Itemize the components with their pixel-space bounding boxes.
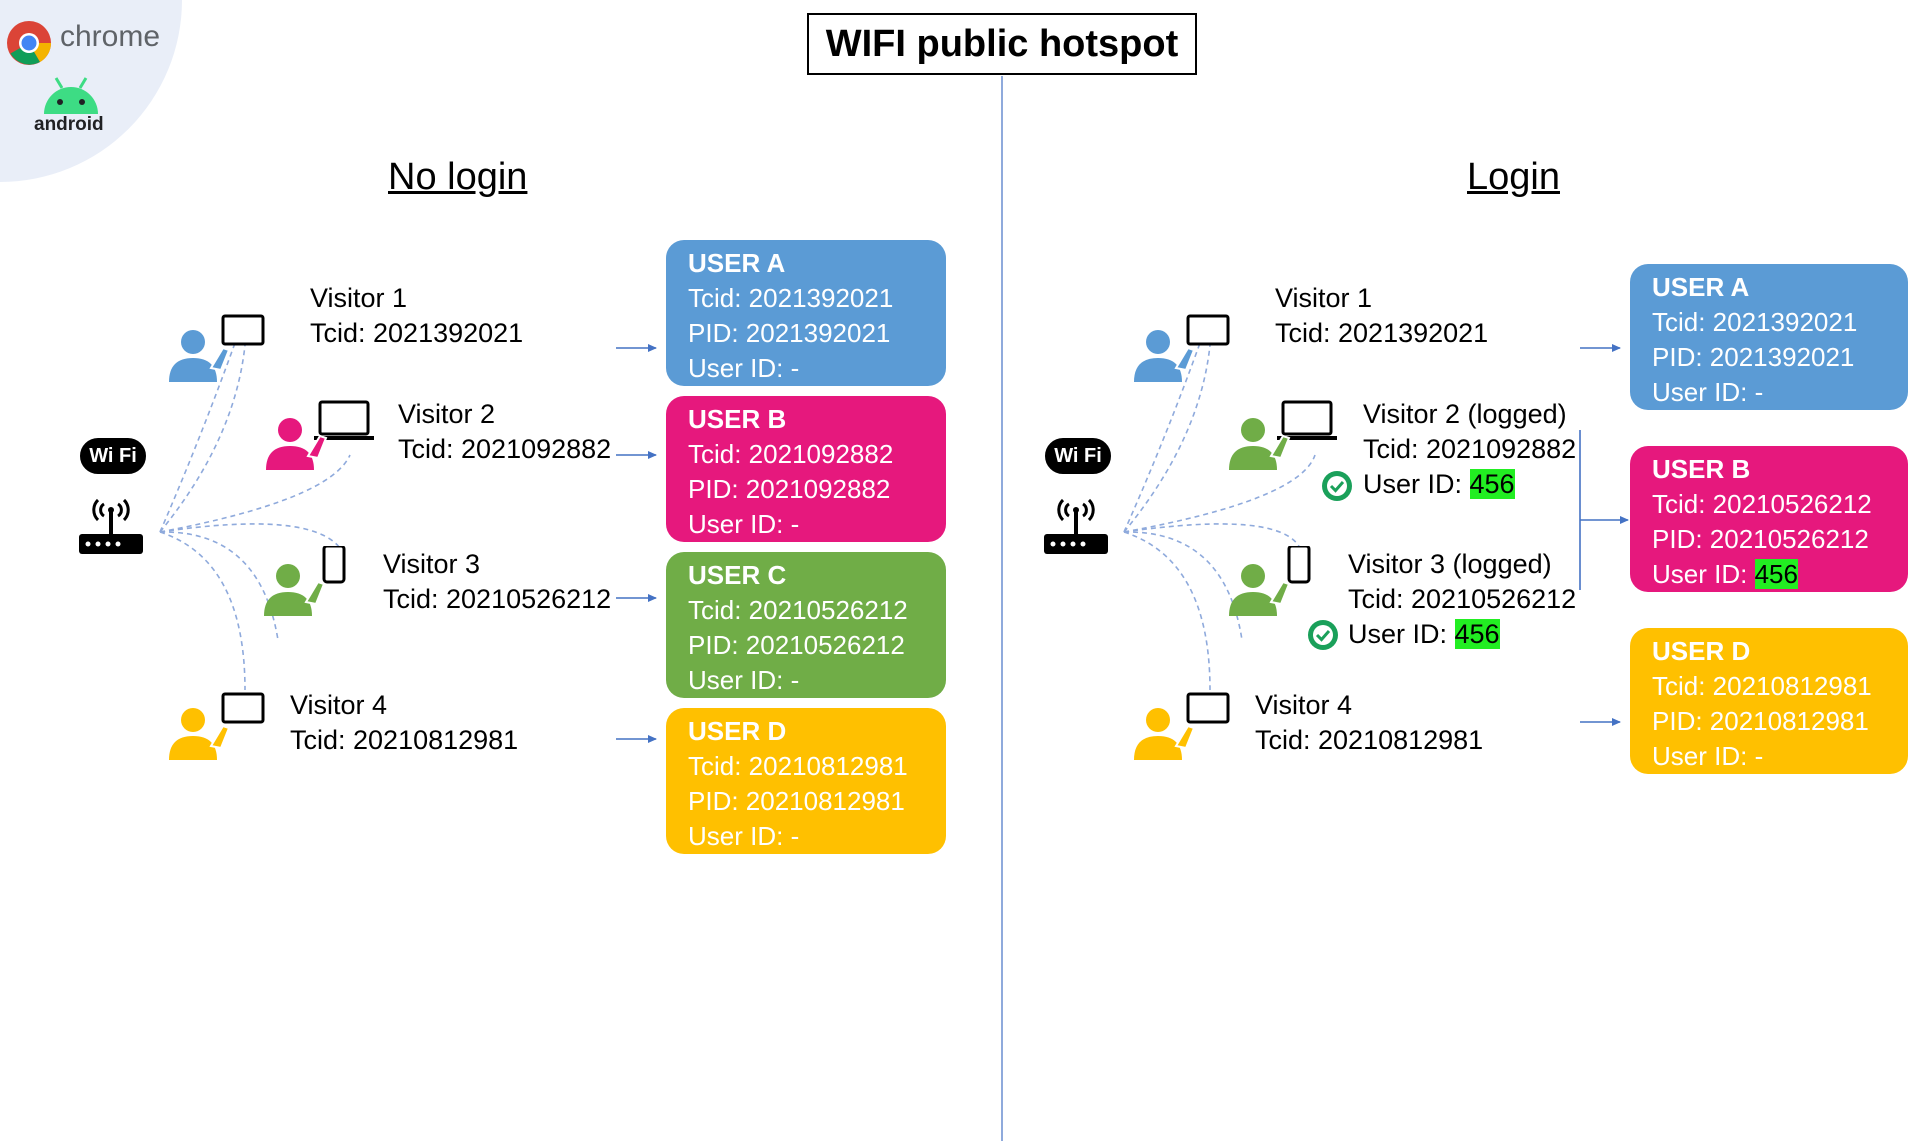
visitor-label: Visitor 4 Tcid: 20210812981 xyxy=(290,690,519,755)
router-icon xyxy=(79,498,143,554)
wifi-logo-icon: Wi Fi xyxy=(1045,438,1111,474)
connector-r-fan-a xyxy=(1123,342,1201,533)
user-id-highlight: 456 xyxy=(1469,469,1515,499)
router-icon xyxy=(1044,498,1108,554)
connector-visitor-3 xyxy=(159,523,341,549)
user-id-highlight: 456 xyxy=(1454,619,1500,649)
connector-visitor-1 xyxy=(159,344,246,533)
user-card: USER A Tcid: 2021392021 PID: 2021392021 … xyxy=(666,240,946,386)
visitor-label: Visitor 2 Tcid: 2021092882 xyxy=(398,399,612,464)
person-icon xyxy=(1225,400,1337,477)
user-card: USER D Tcid: 20210812981 PID: 2021081298… xyxy=(666,708,946,854)
person-icon xyxy=(165,690,277,767)
check-badge-icon xyxy=(1322,471,1352,501)
visitor-label: Visitor 2 (logged) Tcid: 2021092882 User… xyxy=(1363,399,1577,499)
visitor-label: Visitor 3 (logged) Tcid: 20210526212 Use… xyxy=(1348,549,1577,649)
android-label: android xyxy=(34,114,104,135)
person-icon xyxy=(1130,312,1242,389)
person-icon xyxy=(262,400,374,477)
connector-fan-a xyxy=(159,342,236,533)
user-card: USER A Tcid: 2021392021 PID: 2021392021 … xyxy=(1630,264,1908,410)
page-title: WIFI public hotspot xyxy=(807,13,1197,75)
user-card: USER B Tcid: 2021092882 PID: 2021092882 … xyxy=(666,396,946,542)
user-id-highlight: 456 xyxy=(1754,559,1798,589)
no-login-title: No login xyxy=(388,156,528,198)
person-icon xyxy=(1130,690,1242,767)
connector-r-visitor-1 xyxy=(1123,344,1211,533)
user-card: USER D Tcid: 20210812981 PID: 2021081298… xyxy=(1630,628,1908,774)
check-badge-icon xyxy=(1308,620,1338,650)
android-logo-icon xyxy=(44,77,98,114)
connector-fan-b xyxy=(159,531,279,641)
visitor-label: Visitor 1 Tcid: 2021392021 xyxy=(1275,283,1489,348)
user-card: USER B Tcid: 20210526212 PID: 2021052621… xyxy=(1630,446,1908,592)
person-icon xyxy=(165,312,277,389)
connector-visitor-4 xyxy=(159,531,246,691)
login-title: Login xyxy=(1467,156,1560,198)
connector-visitor-2 xyxy=(159,454,351,533)
person-icon xyxy=(1225,544,1337,623)
visitor-label: Visitor 4 Tcid: 20210812981 xyxy=(1255,690,1484,755)
visitor-label: Visitor 1 Tcid: 2021392021 xyxy=(310,283,524,348)
connector-r-visitor-3 xyxy=(1123,523,1301,549)
user-card: USER C Tcid: 20210526212 PID: 2021052621… xyxy=(666,552,946,698)
connector-r-visitor-4 xyxy=(1123,531,1211,691)
person-icon xyxy=(260,544,372,623)
chrome-label: chrome xyxy=(60,20,161,53)
visitor-label: Visitor 3 Tcid: 20210526212 xyxy=(383,549,612,614)
connector-r-visitor-2 xyxy=(1123,454,1316,533)
wifi-logo-icon: Wi Fi xyxy=(80,438,146,474)
chrome-logo-icon xyxy=(7,21,51,65)
